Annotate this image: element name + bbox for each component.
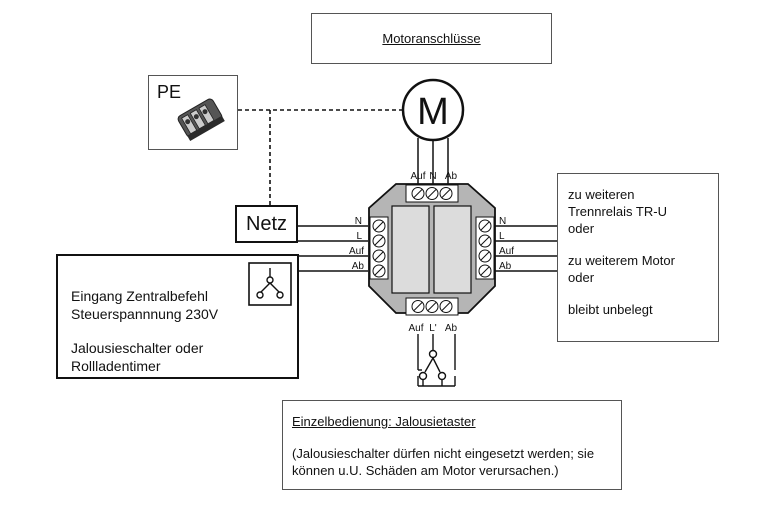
pe-box: PE xyxy=(148,75,238,150)
right-info-box: zu weiteren Trennrelais TR-U oder zu wei… xyxy=(557,173,719,342)
motor-wires xyxy=(417,138,449,184)
relay-coil-left xyxy=(391,205,430,294)
right-box-line-1: zu weiteren xyxy=(568,187,635,202)
relay-coil-right xyxy=(433,205,472,294)
netz-label: Netz xyxy=(245,212,288,235)
right-box-line-6: bleibt unbelegt xyxy=(568,302,653,317)
motor-terminal-n: N xyxy=(429,171,436,182)
central-input-line-3: Jalousieschalter oder xyxy=(71,340,204,356)
central-input-line-1: Eingang Zentralbefehl xyxy=(71,288,208,304)
right-box-line-3: oder xyxy=(568,221,595,236)
bottom-terminal-auf: Auf xyxy=(408,323,423,334)
motor-terminal-auf: Auf xyxy=(410,171,425,182)
wall-switch-symbol xyxy=(248,262,292,306)
right-terminal-n: N xyxy=(499,216,506,227)
single-control-note-2: können u.U. Schäden am Motor verursachen… xyxy=(292,463,559,478)
title: Motoranschlüsse xyxy=(382,31,481,46)
top-terminal-block xyxy=(405,184,459,203)
right-terminal-block xyxy=(475,216,495,280)
pe-label: PE xyxy=(157,82,182,102)
pe-dashed-line xyxy=(238,109,404,205)
single-control-note-1: (Jalousieschalter dürfen nicht eingesetz… xyxy=(292,446,595,461)
right-box-line-2: Trennrelais TR-U xyxy=(568,204,667,219)
bottom-terminal-block xyxy=(405,297,459,316)
central-input-box: Eingang Zentralbefehl Steuerspannnung 23… xyxy=(56,254,299,379)
right-wires xyxy=(495,225,557,272)
right-terminal-l: L xyxy=(499,231,505,242)
left-terminal-n: N xyxy=(355,216,362,227)
left-terminal-block xyxy=(369,216,389,280)
blind-switch-symbol xyxy=(417,334,456,387)
title-box: Motoranschlüsse xyxy=(311,13,552,64)
motor-label: M xyxy=(417,91,449,133)
right-box-line-5: oder xyxy=(568,270,595,285)
left-terminal-ab: Ab xyxy=(352,261,365,272)
central-input-line-2: Steuerspannnung 230V xyxy=(71,306,219,322)
left-wires xyxy=(298,225,368,272)
pe-connector-image xyxy=(177,98,225,141)
bottom-terminal-l: L' xyxy=(429,323,437,334)
netz-box: Netz xyxy=(235,205,298,243)
central-input-line-4: Rollladentimer xyxy=(71,358,161,374)
left-terminal-l: L xyxy=(356,231,362,242)
right-box-line-4: zu weiterem Motor xyxy=(568,253,675,268)
relay-module xyxy=(368,183,496,316)
motor-terminal-ab: Ab xyxy=(445,171,458,182)
motor: M xyxy=(401,78,465,142)
right-terminal-ab: Ab xyxy=(499,261,512,272)
left-terminal-auf: Auf xyxy=(349,246,364,257)
single-control-heading: Einzelbedienung: Jalousietaster xyxy=(292,414,476,429)
bottom-terminal-ab: Ab xyxy=(445,323,458,334)
right-terminal-auf: Auf xyxy=(499,246,514,257)
single-control-box: Einzelbedienung: Jalousietaster (Jalousi… xyxy=(282,400,622,490)
